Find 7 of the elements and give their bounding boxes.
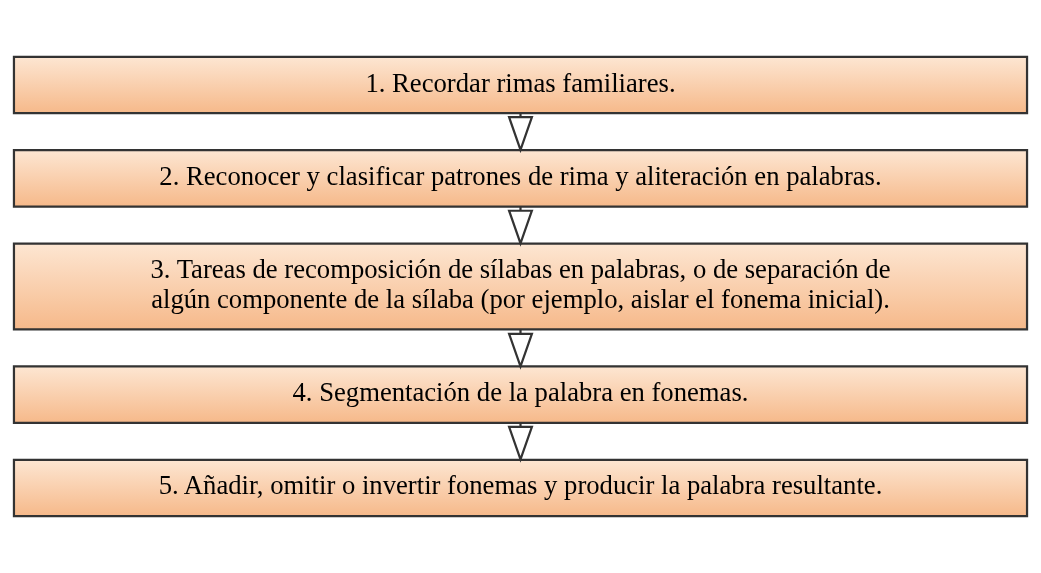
arrow [507,423,534,463]
node-box: 4. Segmentación de la palabra en fonemas. [12,365,1029,424]
arrow [507,206,534,247]
node-box: 3. Tareas de recomposición de sílabas en palabras, o de separación de algún componente de la sílaba (por ejemplo, aislar el fonema inicial). [12,242,1029,331]
node-box: 2. Reconocer y clasificar patrones de rima y aliteración en palabras. [12,149,1029,208]
node-box: 5. Añadir, omitir o invertir fonemas y producir la palabra resultante. [12,458,1029,518]
arrow [507,329,534,370]
